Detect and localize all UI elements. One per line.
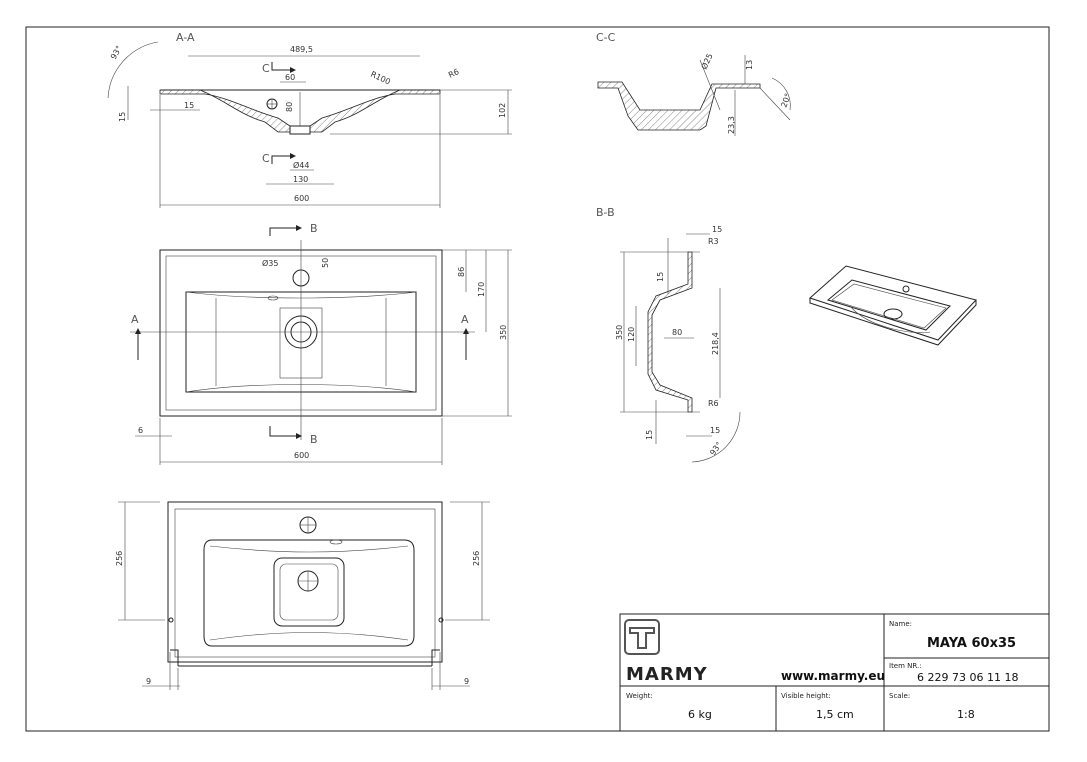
- isometric-view: [809, 265, 977, 346]
- svg-text:600: 600: [294, 194, 309, 203]
- svg-text:9: 9: [464, 677, 469, 686]
- svg-text:80: 80: [672, 328, 682, 337]
- svg-text:120: 120: [627, 327, 636, 342]
- visible-height-value: 1,5 cm: [816, 708, 854, 721]
- svg-text:256: 256: [115, 551, 124, 566]
- svg-text:R3: R3: [708, 237, 719, 246]
- svg-text:15: 15: [184, 101, 194, 110]
- scale-label: Scale:: [889, 692, 910, 700]
- svg-text:489,5: 489,5: [290, 45, 313, 54]
- svg-text:9: 9: [146, 677, 151, 686]
- svg-text:R6: R6: [447, 67, 460, 80]
- svg-text:A: A: [461, 313, 469, 326]
- section-cc-view: C-C Ø25 13 23,3 20°: [596, 31, 793, 136]
- item-value: 6 229 73 06 11 18: [917, 671, 1018, 684]
- svg-text:Ø25: Ø25: [699, 52, 715, 71]
- svg-text:600: 600: [294, 451, 309, 460]
- section-bb-view: B-B 350 120 80 218,4 15 R3 15 R6 15 15 9…: [596, 206, 741, 463]
- website-link[interactable]: www.marmy.eu: [781, 669, 885, 683]
- svg-text:130: 130: [293, 175, 308, 184]
- plan-view: Ø35 50 350 170 86 600 6 A A B B: [130, 222, 512, 465]
- svg-text:15: 15: [712, 225, 722, 234]
- svg-text:350: 350: [615, 325, 624, 340]
- svg-text:86: 86: [457, 267, 466, 277]
- svg-text:23,3: 23,3: [727, 116, 736, 134]
- section-aa-label: A-A: [176, 31, 195, 44]
- svg-text:93°: 93°: [708, 440, 724, 457]
- svg-text:C-C: C-C: [596, 31, 616, 44]
- svg-text:Ø44: Ø44: [293, 160, 309, 170]
- svg-text:B-B: B-B: [596, 206, 615, 219]
- svg-text:102: 102: [498, 103, 507, 118]
- svg-text:15: 15: [118, 112, 127, 122]
- svg-text:C: C: [262, 152, 270, 165]
- svg-text:13: 13: [745, 60, 754, 70]
- svg-text:218,4: 218,4: [711, 332, 720, 355]
- svg-text:R100: R100: [369, 70, 392, 87]
- scale-value: 1:8: [957, 708, 975, 721]
- svg-text:350: 350: [499, 325, 508, 340]
- weight-label: Weight:: [626, 692, 653, 700]
- bottom-view: 256 256 9 9: [115, 501, 490, 690]
- svg-text:15: 15: [710, 426, 720, 435]
- visible-height-label: Visible height:: [781, 692, 831, 700]
- svg-text:R6: R6: [708, 399, 719, 408]
- drawing-frame: [25, 26, 1050, 732]
- svg-text:170: 170: [477, 282, 486, 297]
- svg-text:6: 6: [138, 426, 143, 435]
- svg-text:15: 15: [645, 430, 654, 440]
- svg-text:B: B: [310, 433, 318, 446]
- title-block: MARMY www.marmy.eu Name: MAYA 60x35 Item…: [619, 613, 1050, 732]
- svg-text:A: A: [131, 313, 139, 326]
- svg-text:C: C: [262, 62, 270, 75]
- svg-text:50: 50: [321, 258, 330, 268]
- section-aa-view: A-A 489,5 600 Ø44 130 60 80 102 R100 R6 …: [107, 31, 512, 208]
- svg-text:80: 80: [285, 102, 294, 112]
- svg-text:Ø35: Ø35: [262, 258, 278, 268]
- marmy-logo-icon: [624, 619, 660, 655]
- svg-text:B: B: [310, 222, 318, 235]
- svg-text:15: 15: [656, 272, 665, 282]
- weight-value: 6 kg: [688, 708, 712, 721]
- svg-text:20°: 20°: [779, 92, 792, 108]
- svg-text:93°: 93°: [109, 44, 124, 61]
- name-value: MAYA 60x35: [927, 636, 1016, 651]
- item-label: Item NR.:: [889, 662, 922, 670]
- brand-name: MARMY: [626, 664, 708, 685]
- svg-text:60: 60: [285, 73, 295, 82]
- svg-text:256: 256: [472, 551, 481, 566]
- name-label: Name:: [889, 620, 912, 628]
